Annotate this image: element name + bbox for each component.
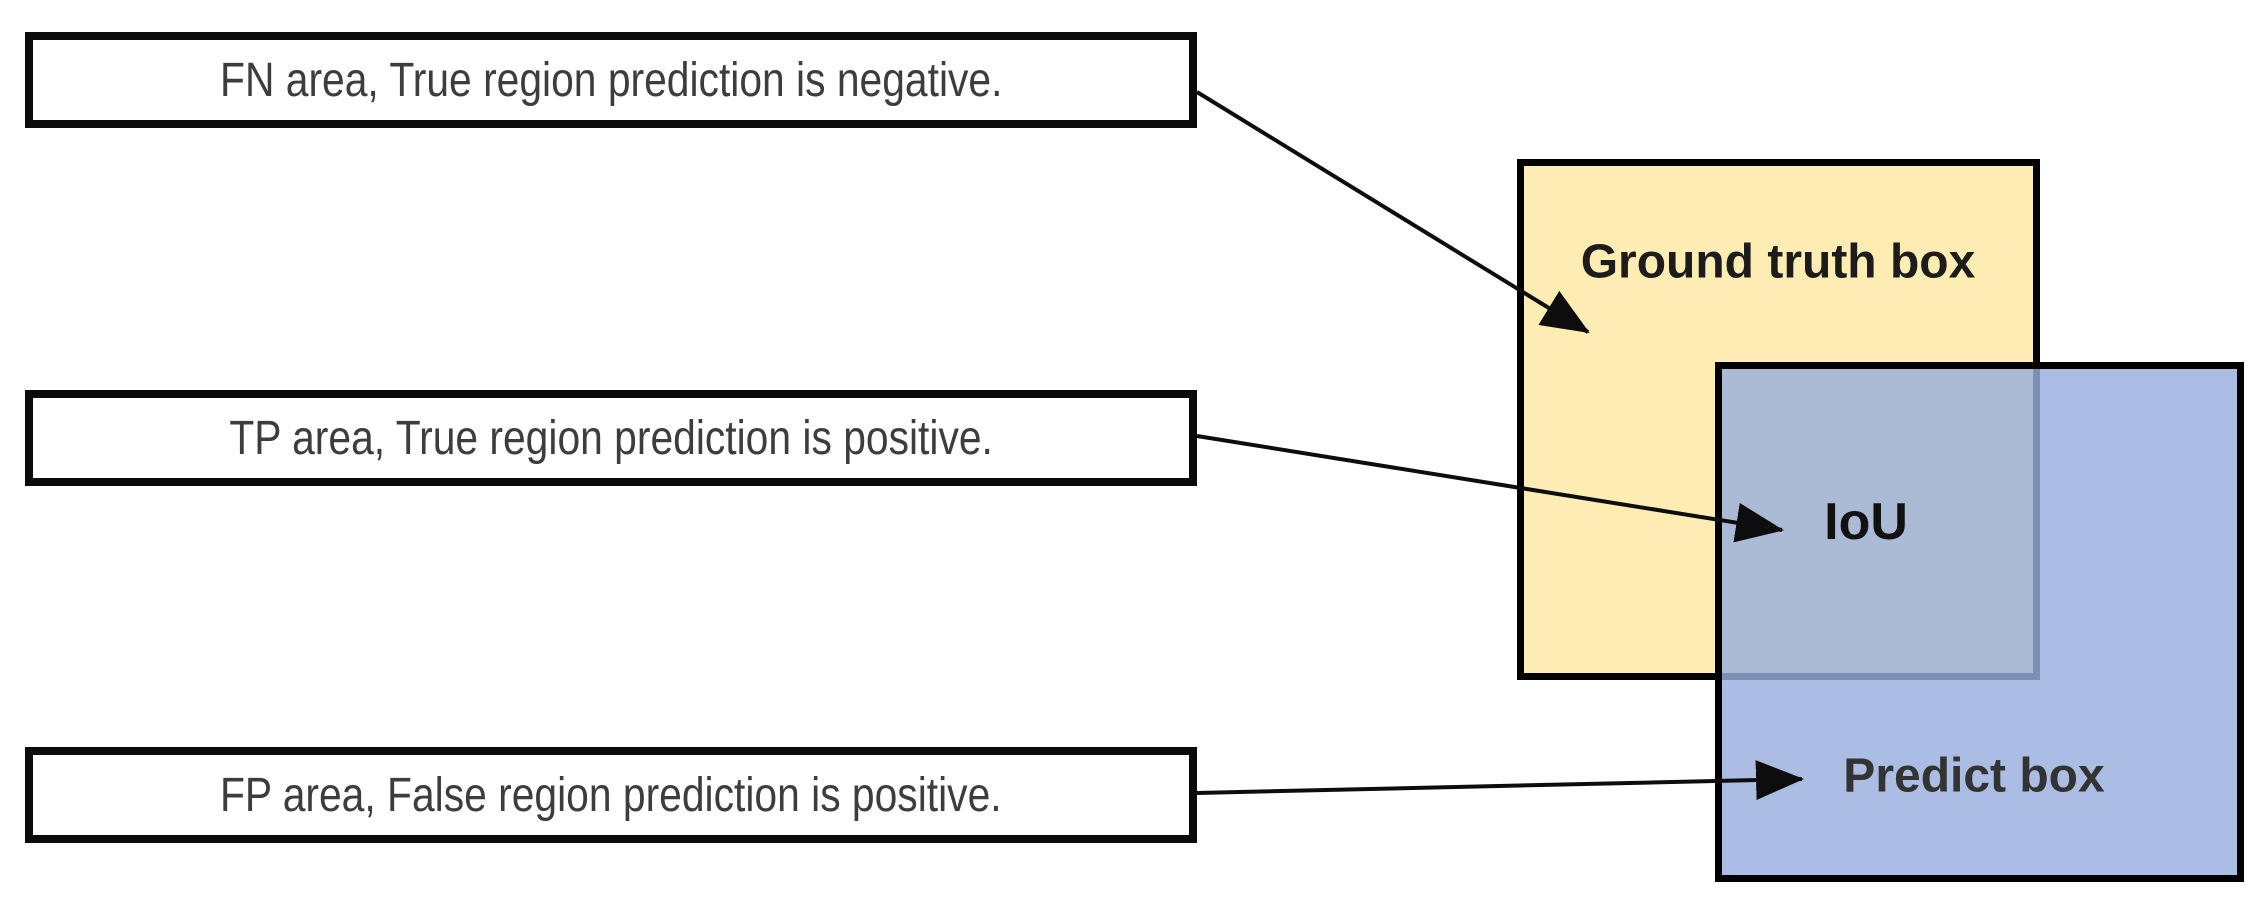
callout-tp-area: TP area, True region prediction is posit… [25, 390, 1197, 486]
callout-fn-area: FN area, True region prediction is negat… [25, 32, 1197, 128]
fp-arrow [1196, 760, 1804, 801]
iou-label: IoU [1824, 493, 1908, 551]
callout-fp-text: FP area, False region prediction is posi… [220, 768, 1002, 822]
predict-box-label: Predict box [1843, 749, 2105, 803]
ground-truth-box-label: Ground truth box [1580, 235, 1976, 289]
predict-box [1715, 362, 2244, 882]
callout-fp-area: FP area, False region prediction is posi… [25, 747, 1197, 843]
callout-fn-text: FN area, True region prediction is negat… [219, 53, 1003, 107]
callout-tp-text: TP area, True region prediction is posit… [229, 411, 993, 465]
